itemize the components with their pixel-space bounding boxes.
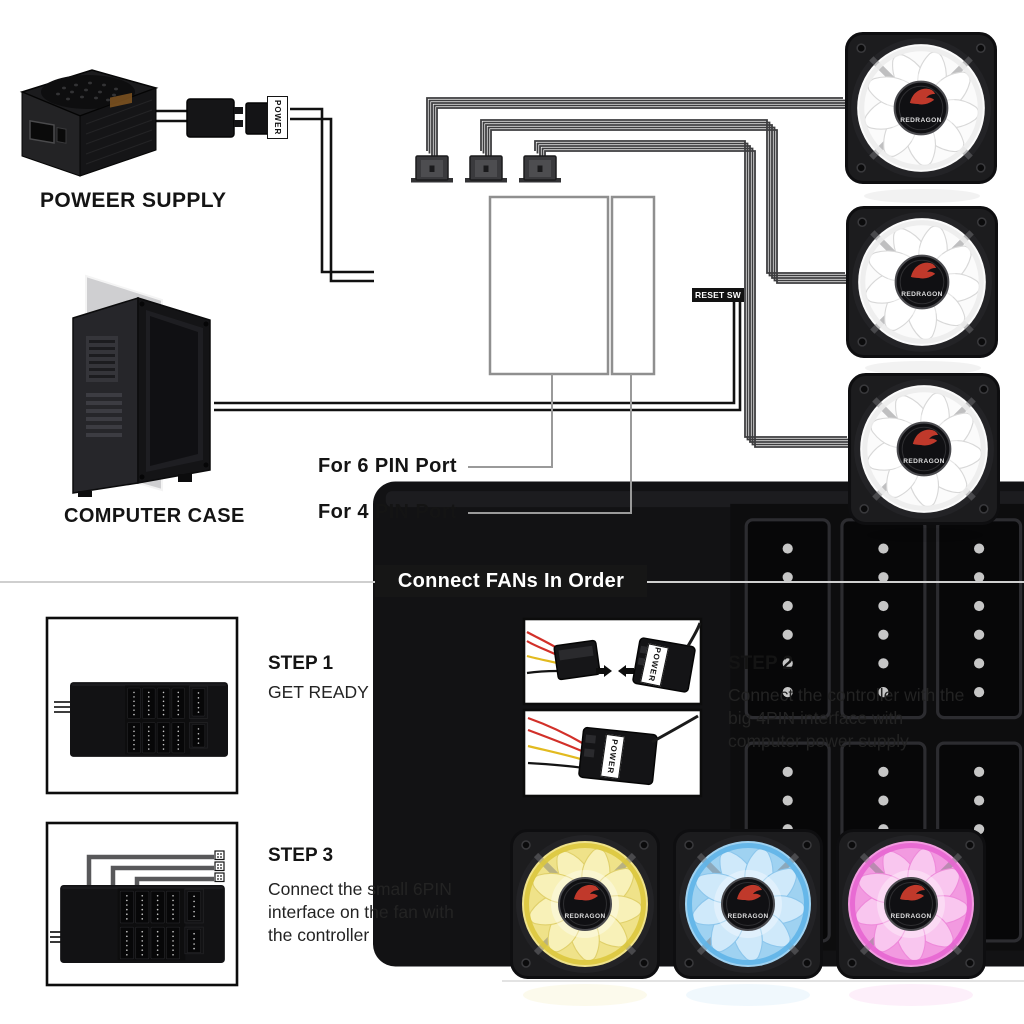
power-supply-label: POWEER SUPPLY bbox=[40, 189, 227, 212]
step2-title: STEP 2 bbox=[728, 653, 794, 674]
fan1-ribbon-cable bbox=[426, 97, 853, 161]
pink-fan-reflection bbox=[849, 984, 973, 1006]
four-pin-port-label: For 4 PIN Port bbox=[318, 501, 457, 523]
pink-fan bbox=[838, 831, 985, 978]
six-pin-leader-line bbox=[468, 374, 553, 468]
step1-description: GET READY bbox=[268, 682, 369, 702]
four-pin-port-outline bbox=[610, 195, 656, 376]
arrow-right-icon bbox=[596, 665, 612, 677]
step3-title: STEP 3 bbox=[268, 845, 334, 866]
step3-controller-illustration bbox=[50, 850, 225, 963]
arrow-left-icon bbox=[618, 665, 634, 677]
reset-switch-label: RESET SW bbox=[692, 288, 744, 302]
fan3-plug-icon bbox=[519, 155, 561, 184]
four-pin-leader-line bbox=[468, 374, 632, 514]
mini-connector-icon bbox=[214, 850, 225, 861]
computer-case-illustration bbox=[72, 274, 211, 497]
white-fan-2 bbox=[848, 208, 997, 357]
blue-fan-reflection bbox=[686, 984, 810, 1006]
fan2-plug-icon bbox=[465, 155, 507, 184]
power-to-controller-wire bbox=[290, 107, 374, 283]
power-supply-illustration bbox=[19, 69, 159, 177]
psu-molex-connector bbox=[186, 98, 243, 138]
case-to-reset-wire bbox=[214, 302, 742, 412]
yellow-fan-reflection bbox=[523, 984, 647, 1006]
six-pin-port-label: For 6 PIN Port bbox=[318, 455, 457, 477]
fan2-ribbon-cable bbox=[480, 119, 855, 284]
fan1-plug-icon bbox=[411, 155, 453, 184]
mini-connector-icon bbox=[214, 861, 225, 872]
mini-connector-icon bbox=[214, 872, 225, 883]
step1-controller-illustration bbox=[54, 682, 228, 757]
yellow-fan bbox=[512, 831, 659, 978]
step2-description: Connect the controller with the big 4PIN… bbox=[728, 685, 965, 752]
step1-title: STEP 1 bbox=[268, 653, 334, 674]
blue-fan bbox=[675, 831, 822, 978]
white-fan-3 bbox=[850, 375, 999, 524]
fan3-ribbon-cable bbox=[534, 140, 857, 448]
step3-description: Connect the small 6PIN interface on the … bbox=[268, 879, 454, 946]
psu-to-connector-wire bbox=[152, 109, 187, 123]
six-pin-port-outline bbox=[488, 195, 610, 376]
computer-case-label: COMPUTER CASE bbox=[64, 505, 245, 527]
power-connector-tag: POWER bbox=[267, 96, 288, 139]
white-fan-1 bbox=[847, 34, 996, 183]
section-banner: Connect FANs In Order bbox=[375, 565, 647, 597]
